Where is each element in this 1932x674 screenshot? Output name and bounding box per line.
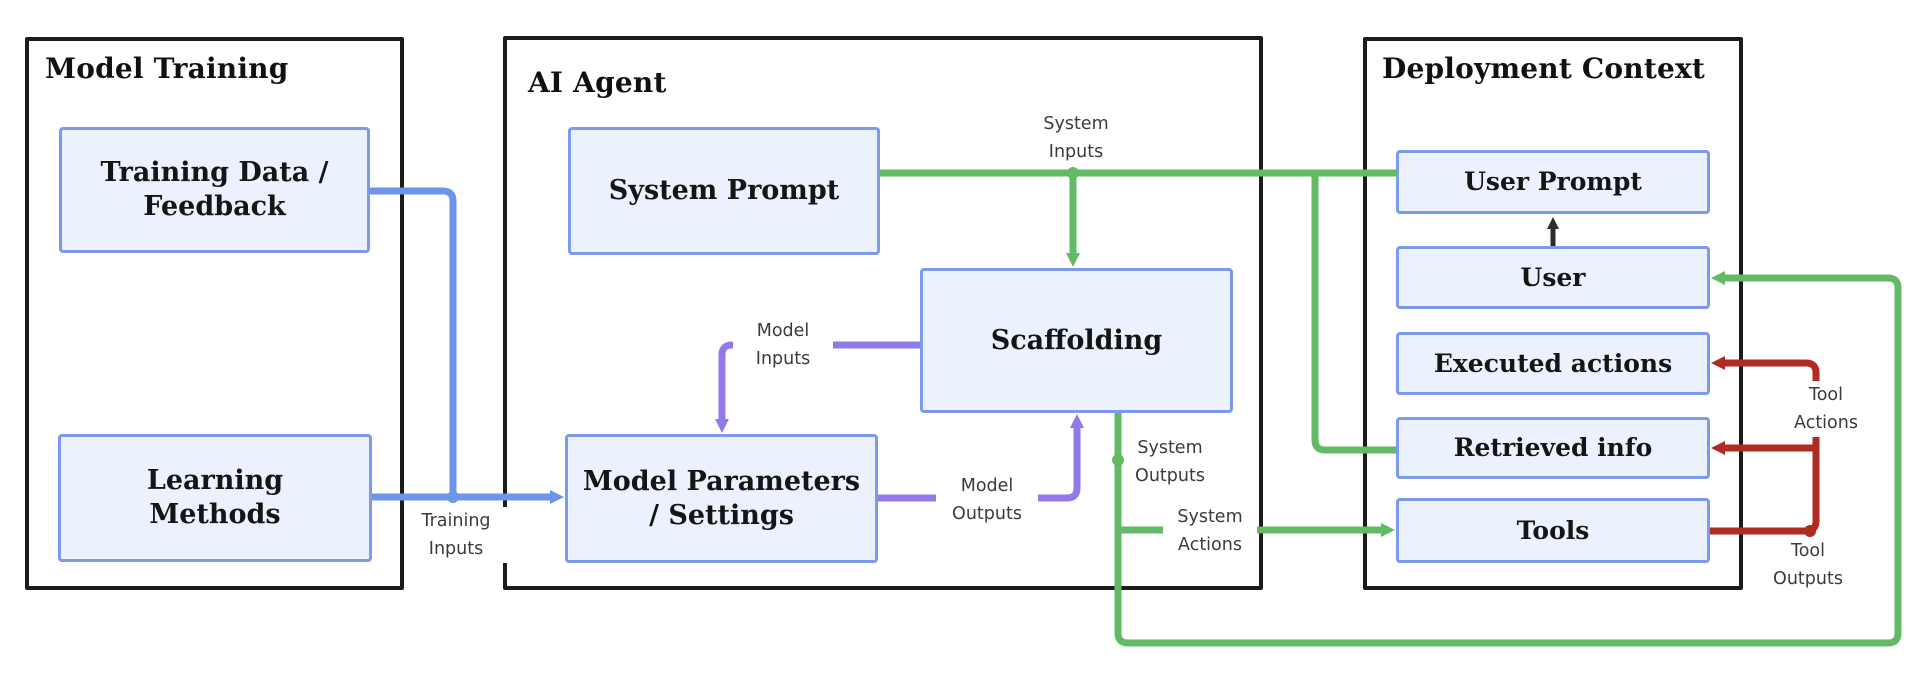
label-training-inputs: Training Inputs	[404, 507, 508, 563]
node-training-data-line1: Training Data /	[100, 157, 329, 188]
node-executed-actions-label: Executed actions	[1433, 348, 1673, 378]
node-tools: Tools	[1396, 498, 1710, 563]
ai-agent-title: AI Agent	[528, 66, 667, 99]
junction-dot-red	[1804, 525, 1816, 537]
node-tools-label: Tools	[1516, 515, 1590, 545]
node-executed-actions: Executed actions	[1396, 332, 1710, 395]
node-system-prompt: System Prompt	[568, 127, 880, 255]
edge-model-parameters-to-scaffolding	[878, 414, 1084, 502]
label-model-outputs: Model Outputs	[936, 472, 1038, 528]
node-system-prompt-label: System Prompt	[608, 175, 840, 206]
node-user: User	[1396, 246, 1710, 309]
model-training-title: Model Training	[45, 52, 289, 85]
label-system-inputs-line1: System	[1043, 114, 1109, 134]
label-tool-actions: Tool Actions	[1779, 381, 1873, 437]
label-system-outputs-line1: System	[1137, 438, 1203, 458]
deployment-context-container	[1363, 37, 1743, 590]
node-model-parameters: Model Parameters / Settings	[565, 434, 878, 563]
label-tool-actions-line2: Actions	[1794, 413, 1858, 433]
node-user-label: User	[1520, 262, 1586, 292]
label-system-outputs-line2: Outputs	[1135, 466, 1205, 486]
label-tool-outputs-line2: Outputs	[1773, 569, 1843, 589]
label-system-actions-line2: Actions	[1178, 535, 1242, 555]
node-training-data-line2: Feedback	[143, 191, 286, 222]
node-retrieved-info: Retrieved info	[1396, 417, 1710, 479]
node-user-prompt: User Prompt	[1396, 150, 1710, 214]
junction-dot-green-outputs	[1112, 454, 1124, 466]
label-system-outputs: System Outputs	[1124, 434, 1216, 490]
node-model-parameters-line1: Model Parameters	[582, 465, 861, 497]
edge-scaffolding-to-model-parameters	[715, 341, 920, 433]
label-tool-actions-line1: Tool	[1809, 385, 1843, 405]
label-model-outputs-line2: Outputs	[952, 504, 1022, 524]
label-training-inputs-line1: Training	[421, 511, 491, 531]
node-training-data: Training Data / Feedback	[59, 127, 370, 253]
label-model-outputs-line1: Model	[960, 476, 1014, 496]
junction-dot-blue	[447, 491, 459, 503]
node-retrieved-info-label: Retrieved info	[1453, 433, 1653, 462]
node-learning-methods: Learning Methods	[58, 434, 372, 562]
node-user-prompt-label: User Prompt	[1464, 167, 1642, 196]
edge-system-inputs-to-retrieved-info	[1311, 173, 1396, 454]
label-model-inputs: Model Inputs	[733, 317, 833, 373]
deployment-context-title: Deployment Context	[1382, 52, 1706, 85]
node-scaffolding: Scaffolding	[920, 268, 1233, 413]
label-system-actions: System Actions	[1163, 503, 1257, 559]
label-model-inputs-line1: Model	[756, 321, 810, 341]
label-tool-outputs-line1: Tool	[1791, 541, 1825, 561]
label-training-inputs-line2: Inputs	[428, 539, 484, 559]
junction-dot-green-top	[1067, 167, 1079, 179]
node-scaffolding-label: Scaffolding	[990, 324, 1163, 356]
label-model-inputs-line2: Inputs	[755, 349, 811, 369]
node-learning-methods-line1: Learning	[146, 465, 284, 496]
label-tool-outputs: Tool Outputs	[1760, 537, 1856, 593]
edge-training-data-to-junction	[370, 187, 457, 497]
edge-scaffolding-to-user-loop	[1114, 271, 1902, 647]
node-model-parameters-line2: / Settings	[649, 499, 794, 531]
node-learning-methods-line2: Methods	[149, 499, 281, 530]
label-system-inputs-line2: Inputs	[1048, 142, 1104, 162]
label-system-inputs: System Inputs	[1026, 110, 1126, 166]
label-system-actions-line1: System	[1177, 507, 1243, 527]
